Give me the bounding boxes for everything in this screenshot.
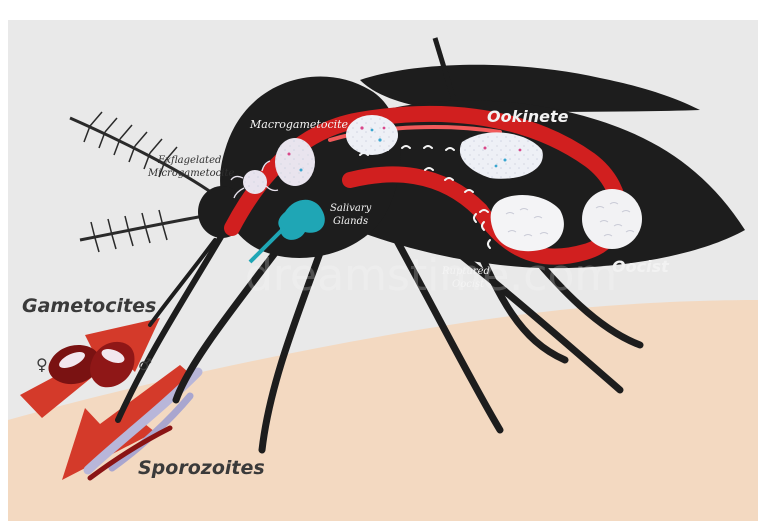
macrogametocite <box>275 138 315 186</box>
label-male-symbol: ♂ <box>138 355 152 374</box>
label-ruptured-2: Oocist <box>452 279 485 290</box>
label-macrogametocite: Macrogametocite <box>249 118 349 131</box>
label-ookinete: Ookinete <box>487 107 569 126</box>
label-oocist: Oocist <box>612 257 670 276</box>
label-salivary-2: Glands <box>333 216 368 227</box>
zygote <box>346 115 398 155</box>
watermark-text: dreamstime.com <box>245 250 617 301</box>
label-exflagelated-2: Microgametocite <box>147 168 234 179</box>
label-gametocites: Gametocites <box>22 295 156 317</box>
label-female-symbol: ♀ <box>36 355 48 374</box>
label-sporozoites: Sporozoites <box>138 457 265 479</box>
label-salivary-1: Salivary <box>330 203 372 214</box>
label-exflagelated-1: Exflagelated <box>157 155 221 166</box>
label-ruptured-1: Ruptured <box>441 266 490 277</box>
oocist <box>582 189 642 249</box>
